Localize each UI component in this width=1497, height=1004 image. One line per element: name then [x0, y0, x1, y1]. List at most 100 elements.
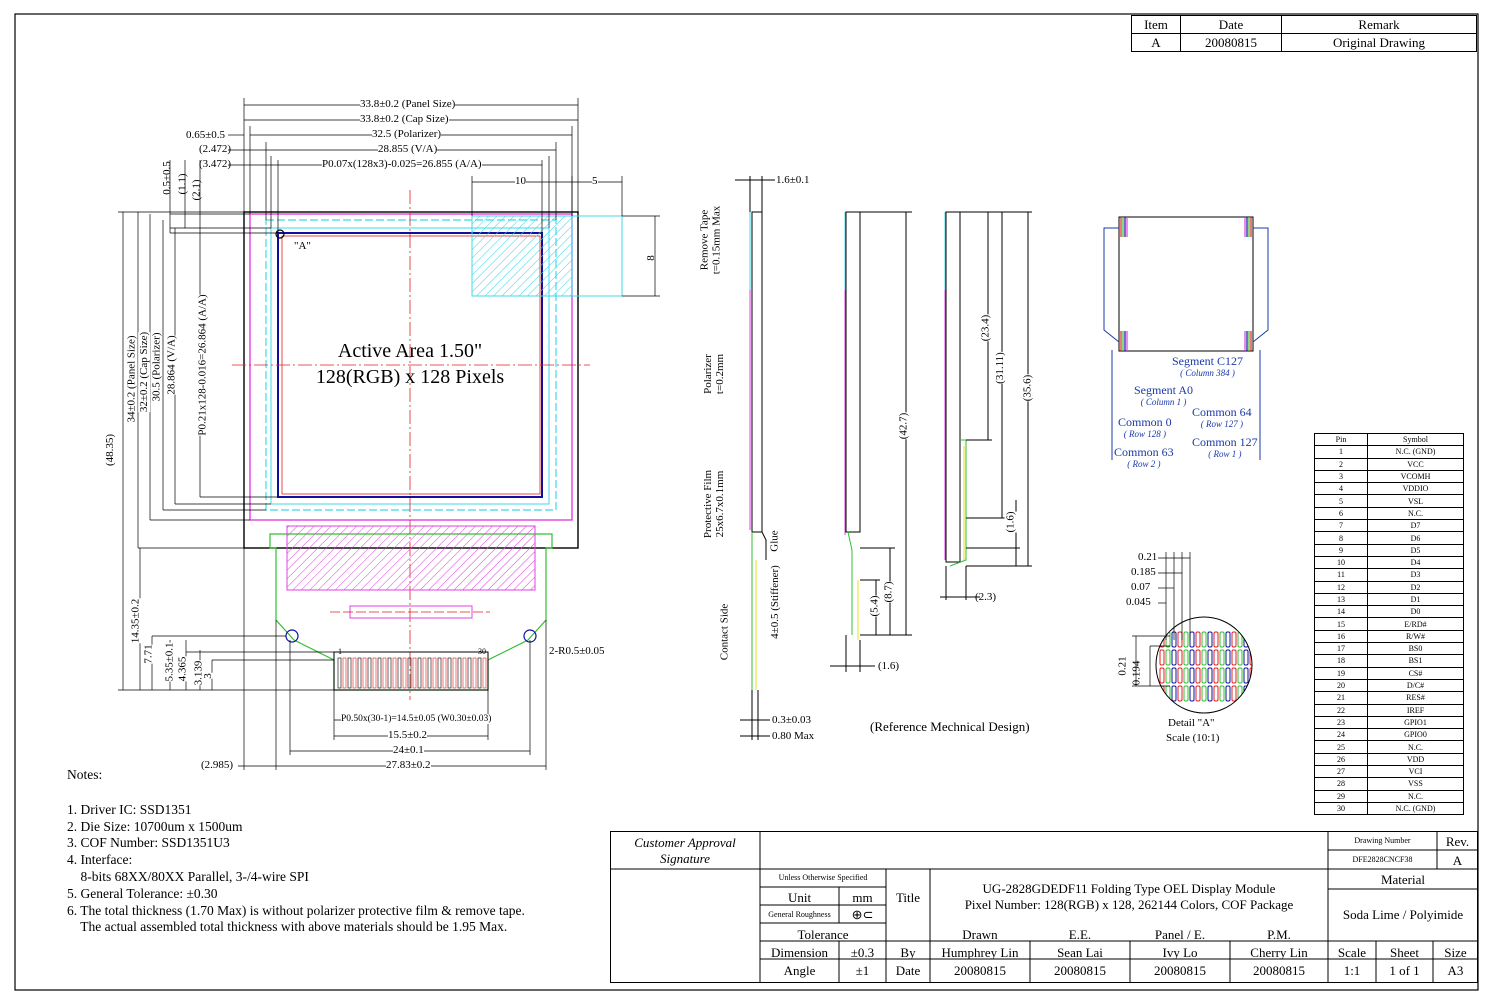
pin-number: 21: [1314, 691, 1368, 705]
subpixel: [1183, 649, 1189, 666]
rev-cell-item: A: [1131, 33, 1181, 52]
contact-pin: [402, 657, 407, 689]
note-item: The actual assembled total thickness wit…: [67, 919, 508, 935]
pin-number: 25: [1314, 740, 1368, 754]
contact-pin: [472, 657, 477, 689]
contact-pin: [342, 657, 347, 689]
tolerance-label: Tolerance: [797, 927, 849, 942]
date-panel: 20080815: [1154, 963, 1206, 978]
contact-pin: [457, 657, 462, 689]
material-value: Soda Lime / Polyimide: [1342, 907, 1464, 922]
rev-cell-remark: Original Drawing: [1281, 33, 1477, 52]
subpixel: [1201, 631, 1207, 648]
subpixel: [1213, 685, 1219, 702]
rev-cell-date: 20080815: [1180, 33, 1282, 52]
pin-number: 8: [1314, 531, 1368, 545]
note-item: 8-bits 68XX/80XX Parallel, 3-/4-wire SPI: [67, 868, 309, 884]
pin-symbol: BS1: [1367, 654, 1464, 668]
contact-pin: [427, 657, 432, 689]
pin-symbol: R/W#: [1367, 629, 1464, 644]
pin-number: 24: [1314, 728, 1368, 742]
symbol-header: Symbol: [1367, 432, 1464, 447]
scale-value: 1:1: [1343, 963, 1361, 978]
contact-pin: [352, 657, 357, 689]
contact-pin: [482, 657, 487, 689]
pin-symbol: D7: [1367, 519, 1464, 533]
pin-number: 29: [1314, 789, 1368, 803]
pin-number: 28: [1314, 777, 1368, 791]
pin-number: 13: [1314, 592, 1368, 607]
pin-symbol: D1: [1367, 592, 1464, 607]
subpixel: [1195, 667, 1201, 684]
subpixel: [1231, 667, 1237, 684]
unit-label: Unit: [787, 890, 812, 905]
pin-number: 12: [1314, 580, 1368, 594]
subpixel: [1237, 649, 1243, 666]
unless-specified: Unless Otherwise Specified: [778, 873, 868, 882]
subpixel: [1201, 649, 1207, 666]
pin-number: 5: [1314, 494, 1368, 508]
subpixel: [1219, 649, 1225, 666]
subpixel: [1225, 667, 1231, 684]
subpixel: [1183, 631, 1189, 648]
subpixel: [1213, 631, 1219, 648]
subpixel: [1183, 685, 1189, 702]
subpixel: [1231, 649, 1237, 666]
pin-number: 19: [1314, 666, 1368, 680]
role-ee: E.E.: [1068, 927, 1092, 942]
approval-label-1: Customer Approval: [634, 835, 736, 850]
subpixel: [1189, 685, 1195, 702]
subpixel: [1177, 649, 1183, 666]
subpixel: [1195, 685, 1201, 702]
dimension-value: ±0.3: [850, 945, 875, 960]
contact-pin: [377, 657, 382, 689]
role-drawn: Drawn: [962, 927, 998, 942]
subpixel: [1177, 631, 1183, 648]
contact-pin: [382, 657, 387, 689]
contact-pin: [337, 657, 342, 689]
subpixel: [1213, 667, 1219, 684]
pin-symbol: D0: [1367, 605, 1464, 619]
pin-symbol: GPIO0: [1367, 728, 1464, 742]
contact-pin: [372, 657, 377, 689]
subpixel: [1189, 667, 1195, 684]
title-line-2: Pixel Number: 128(RGB) x 128, 262144 Col…: [964, 897, 1294, 912]
rev-value: A: [1452, 853, 1463, 868]
subpixel: [1195, 631, 1201, 648]
pin-number: 15: [1314, 617, 1368, 631]
pin-symbol: D6: [1367, 531, 1464, 545]
pin-number: 2: [1314, 457, 1368, 471]
note-item: 2. Die Size: 10700um x 1500um: [67, 818, 243, 834]
approval-label-2: Signature: [659, 851, 711, 866]
note-item: 4. Interface:: [67, 852, 133, 868]
subpixel: [1243, 667, 1249, 684]
subpixel: [1189, 649, 1195, 666]
title-block: Customer Approval Signature Unless Other…: [610, 831, 1478, 983]
subpixel: [1237, 667, 1243, 684]
subpixel: [1195, 649, 1201, 666]
roughness-icon: ⊕⊂: [851, 907, 874, 922]
pin-header: Pin: [1314, 432, 1368, 447]
contact-pin: [437, 657, 442, 689]
contact-pin: [387, 657, 392, 689]
sheet-label: Sheet: [1390, 945, 1419, 960]
contact-pin: [467, 657, 472, 689]
pin-number: 7: [1314, 519, 1368, 533]
pin-symbol: VCOMH: [1367, 469, 1464, 484]
pin-number: 4: [1314, 482, 1368, 496]
note-item: 5. General Tolerance: ±0.30: [67, 885, 218, 901]
note-item: 6. The total thickness (1.70 Max) is wit…: [67, 902, 525, 918]
subpixel: [1159, 649, 1165, 666]
